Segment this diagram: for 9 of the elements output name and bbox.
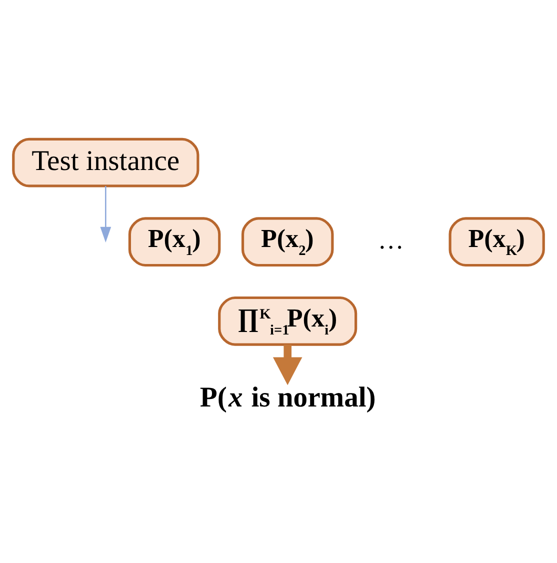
node-box: ∏$^{K}$$_{i=1}$P(x$_{i}$) xyxy=(218,296,358,346)
arrow xyxy=(100,186,112,242)
arrow xyxy=(272,344,302,386)
node-box: P(x$_{2}$) xyxy=(241,217,334,267)
label: … xyxy=(378,225,404,254)
node-box: Test instance xyxy=(12,138,200,188)
node-box: P(x$_{K}$) xyxy=(448,217,545,267)
node-box: P(x$_{1}$) xyxy=(128,217,221,267)
node-text: P(x is normal) xyxy=(200,382,376,414)
